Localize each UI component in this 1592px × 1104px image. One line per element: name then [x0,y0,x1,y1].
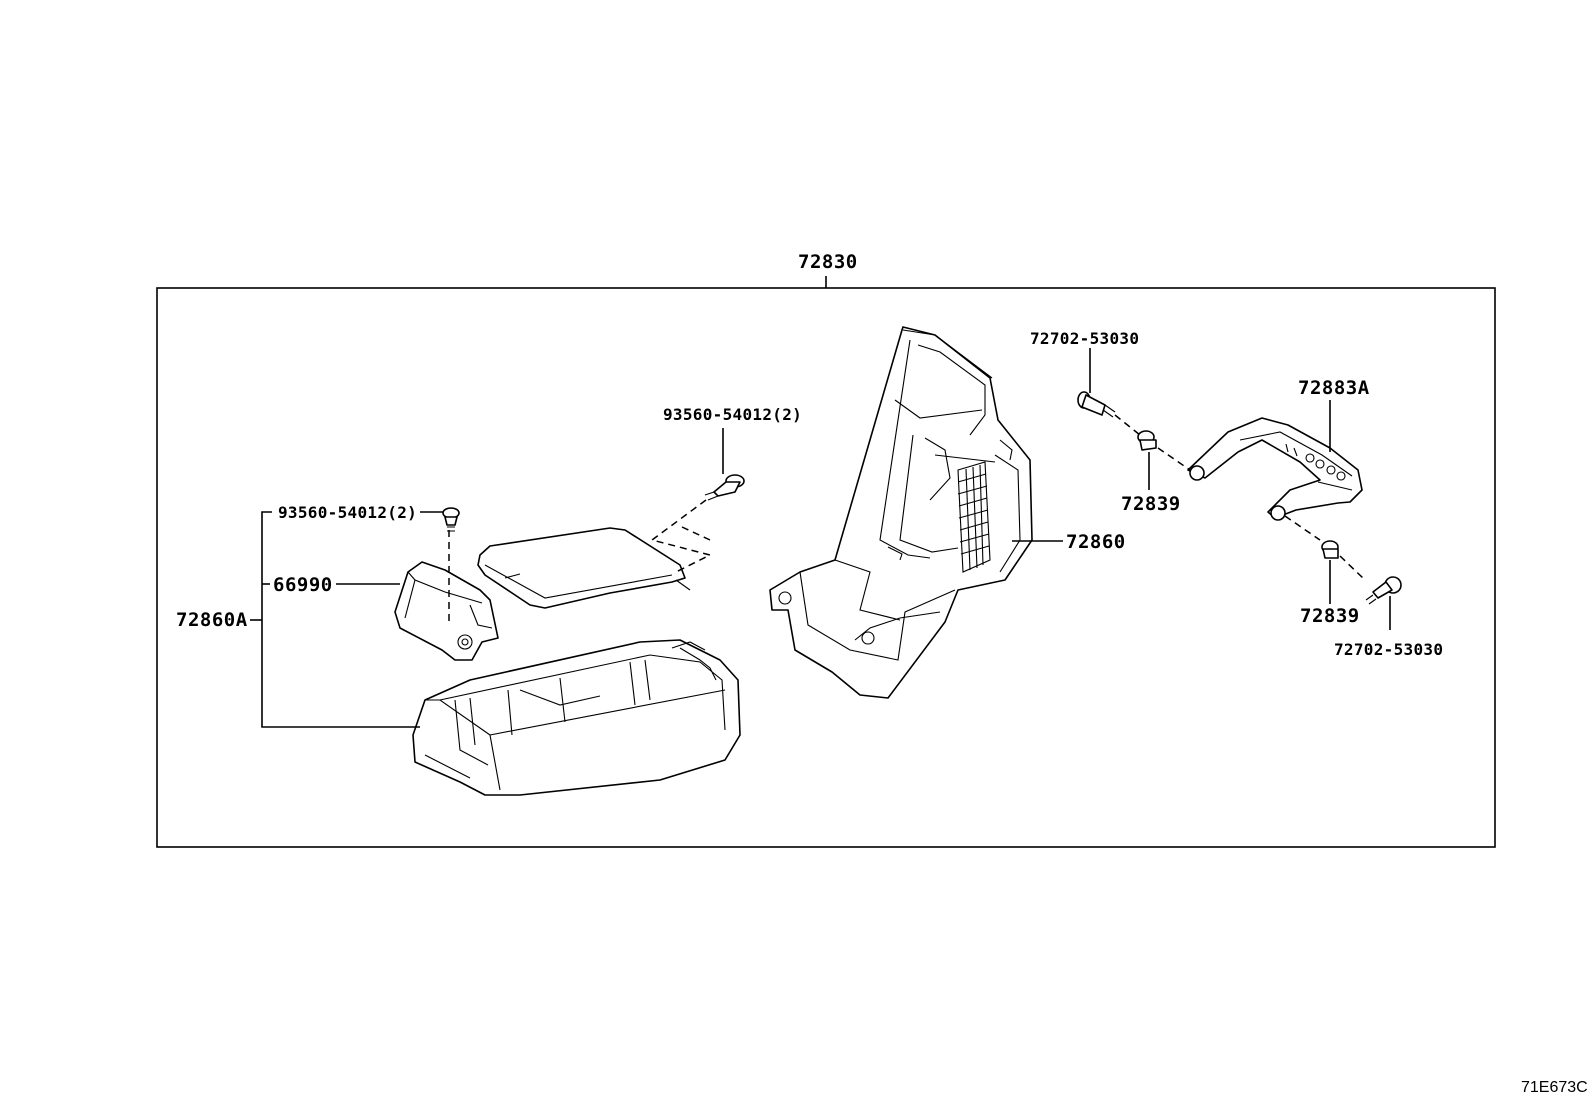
collar-upper-part [1137,430,1157,451]
lower-collar-install-line [1284,515,1321,541]
assembly-label: 72830 [798,251,858,273]
label-collar-lower: 72839 [1300,605,1360,627]
back-frame-part [769,326,1033,699]
label-screw-hinge: 93560-54012(2) [278,503,417,522]
bolt-lower-part [1365,576,1402,605]
screw-lid-part [704,474,745,501]
bolt-upper-part [1077,391,1116,418]
label-back-frame: 72860 [1066,531,1126,553]
lid-screw-install-line-2 [681,526,711,541]
label-screw-lid: 93560-54012(2) [663,405,802,424]
label-bolt-upper: 72702-53030 [1030,329,1139,348]
bracket-part [1187,417,1363,521]
leader-console-assembly-bracket [261,511,420,728]
label-bolt-lower: 72702-53030 [1334,640,1443,659]
label-collar-upper: 72839 [1121,493,1181,515]
upper-collar-install-line [1157,447,1191,471]
hinge-part [394,561,499,661]
console-box-part [412,639,741,796]
drawing-code: 71E673C [1521,1079,1588,1096]
collar-lower-part [1321,540,1339,559]
upper-bolt-install-line [1114,414,1141,436]
lower-bolt-install-line [1339,555,1366,581]
label-hinge: 66990 [273,574,333,596]
label-bracket: 72883A [1298,377,1370,399]
screw-hinge-part [442,507,460,532]
lid-screw-install-line [650,499,713,573]
label-console-assembly: 72860A [176,609,248,631]
armrest-lid-part [477,527,691,609]
